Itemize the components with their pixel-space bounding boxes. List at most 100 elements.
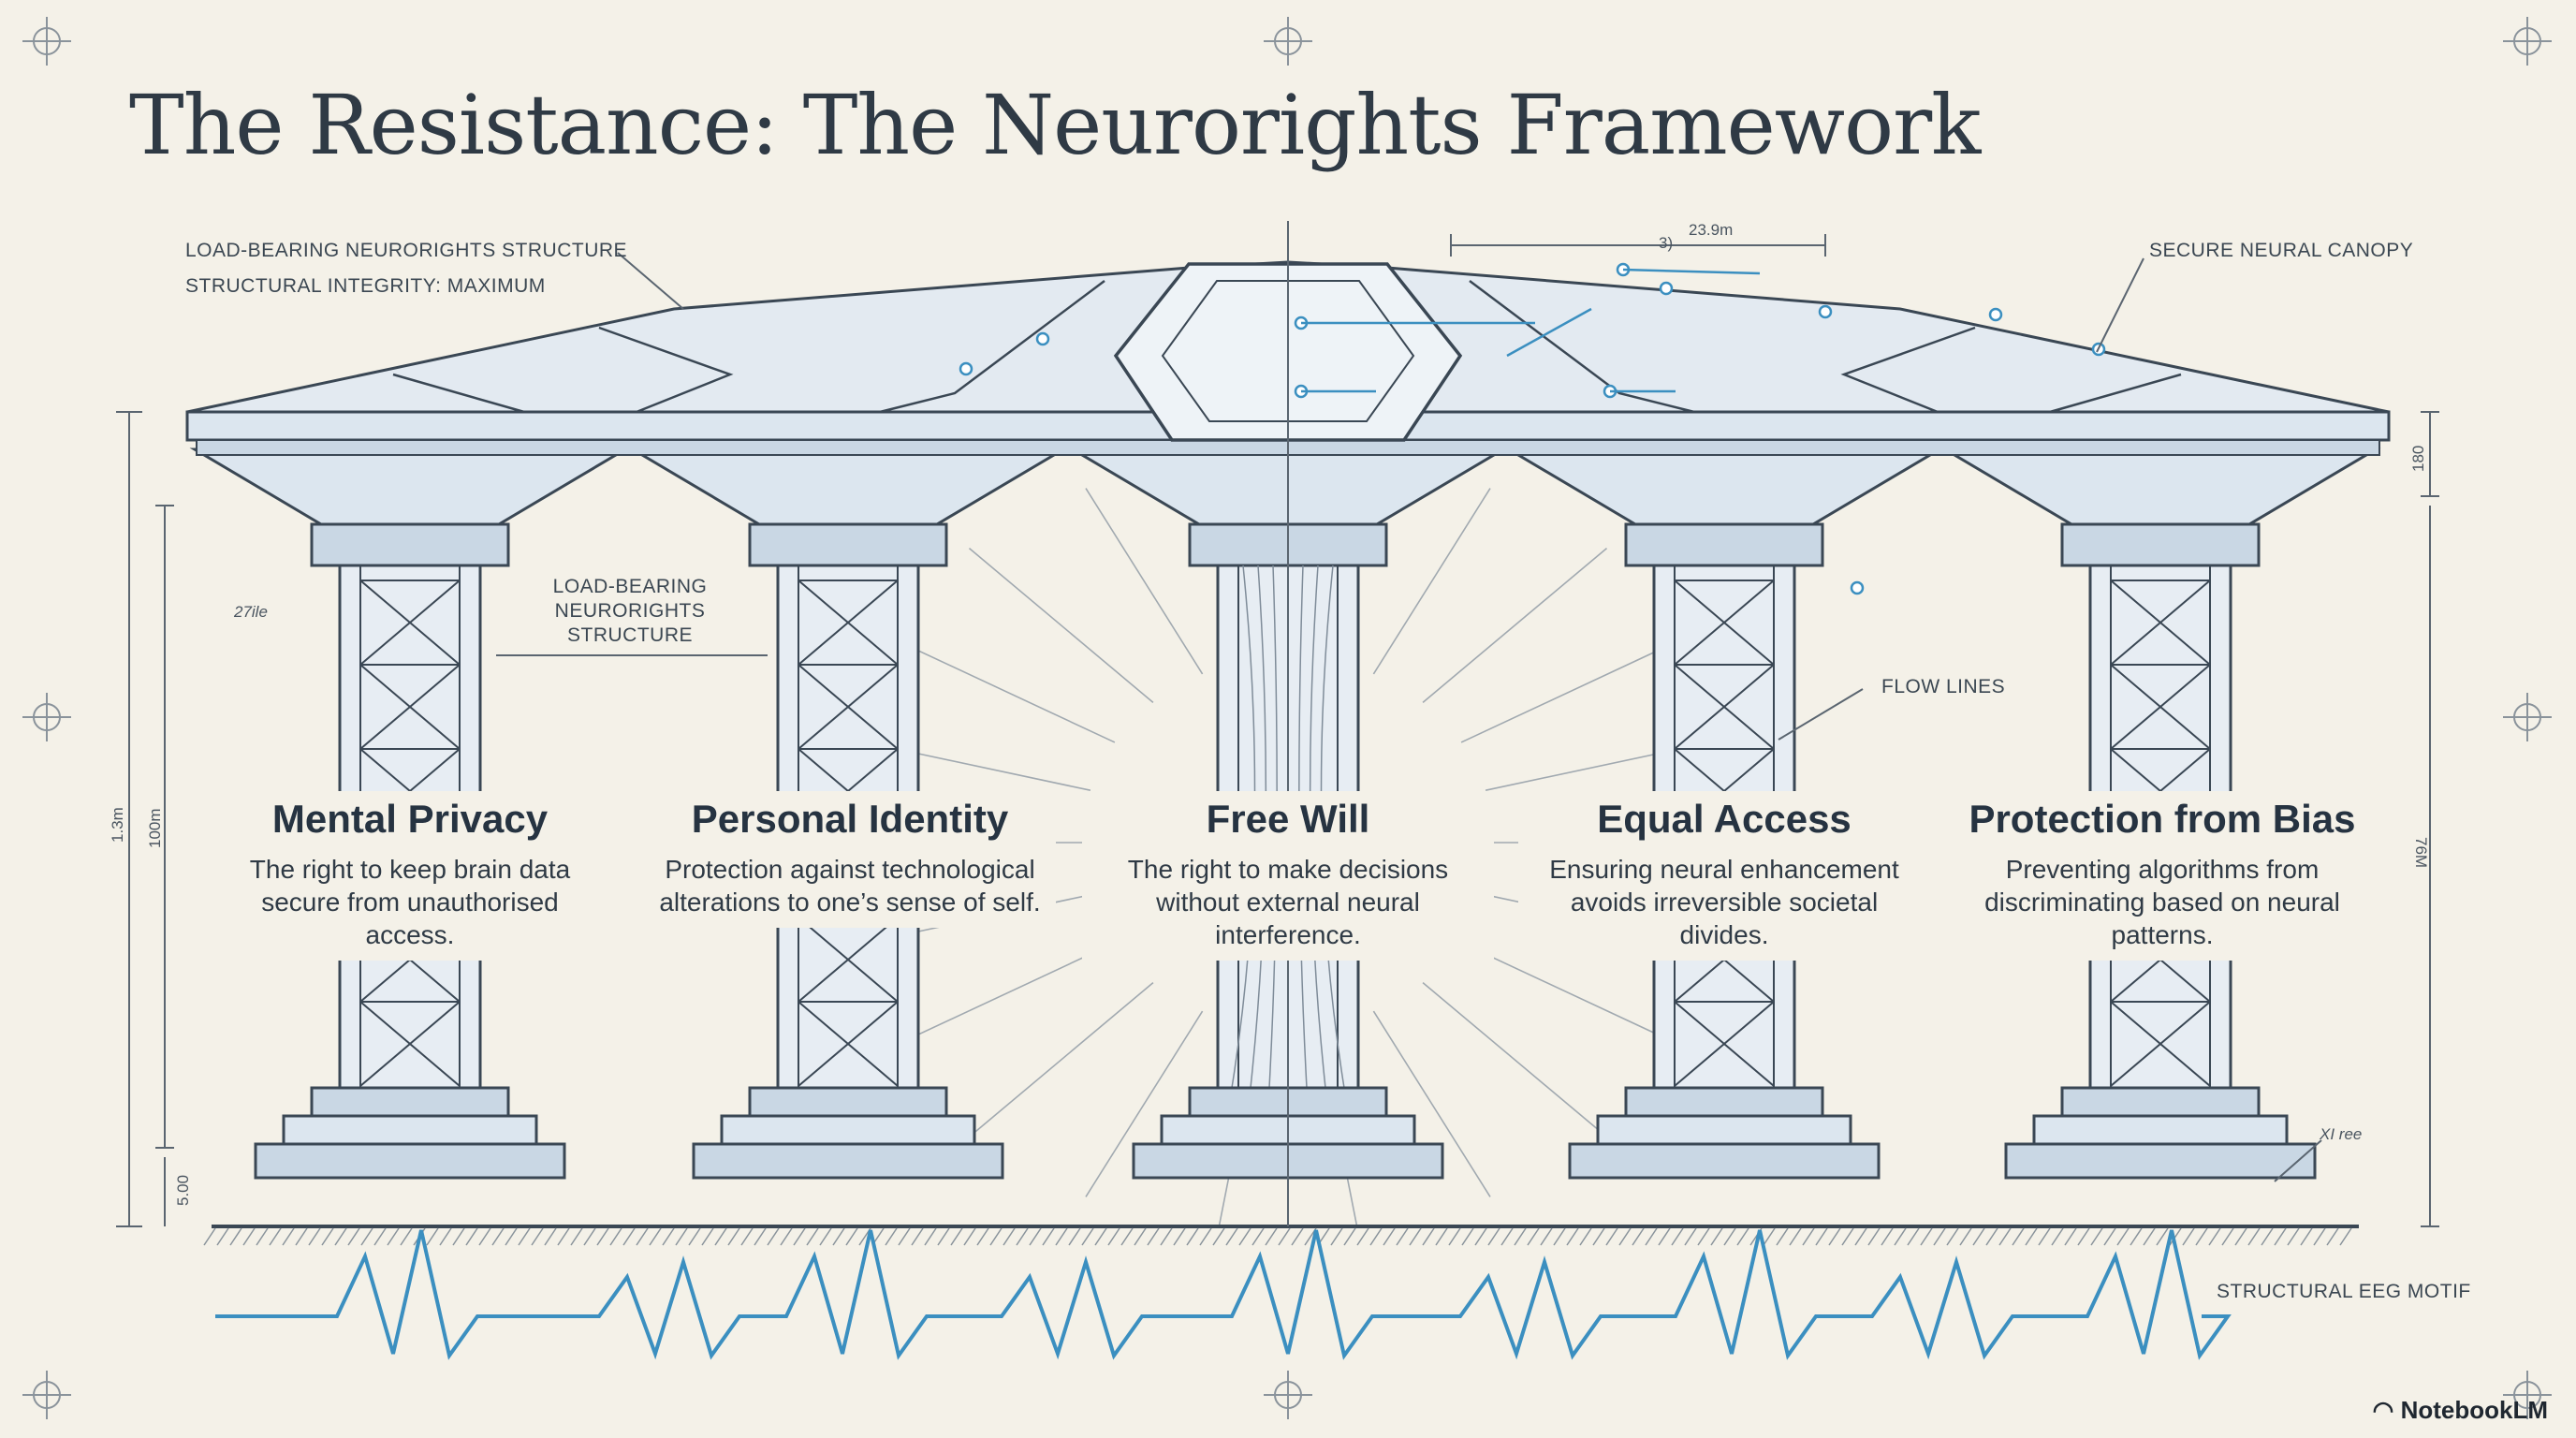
ground-hatch bbox=[1514, 1227, 1527, 1246]
ground-hatch bbox=[465, 1227, 478, 1246]
ground-hatch bbox=[308, 1227, 321, 1246]
pillar-free-will: Free Will The right to make decisions wi… bbox=[1082, 791, 1494, 961]
dim-left-col: 27ile bbox=[234, 603, 268, 621]
column-collar bbox=[310, 522, 510, 567]
ground-hatch bbox=[662, 1227, 675, 1246]
ground-hatch bbox=[1697, 1227, 1710, 1246]
ground-hatch bbox=[439, 1227, 452, 1246]
leader-line bbox=[2096, 257, 2144, 353]
callout-canopy: SECURE NEURAL CANOPY bbox=[2149, 240, 2414, 261]
ground-hatch bbox=[1251, 1227, 1265, 1246]
ground-hatch bbox=[452, 1227, 465, 1246]
ground-hatch bbox=[596, 1227, 609, 1246]
notebooklm-brand: ◠ NotebookLM bbox=[2373, 1396, 2548, 1425]
ground-hatch bbox=[2025, 1227, 2038, 1246]
ground-hatch bbox=[505, 1227, 518, 1246]
dim-right-base: XI ree bbox=[2320, 1125, 2363, 1143]
lattice-brace bbox=[798, 664, 899, 750]
ground-hatch bbox=[1894, 1227, 1907, 1246]
ground-hatch bbox=[2051, 1227, 2064, 1246]
dim-left-base: 5.00 bbox=[174, 1174, 192, 1206]
ground-hatch bbox=[1684, 1227, 1697, 1246]
ground-hatch bbox=[780, 1227, 793, 1246]
pillar-title: Protection from Bias bbox=[1969, 797, 2356, 841]
ground-hatch bbox=[1238, 1227, 1251, 1246]
ground-hatch bbox=[989, 1227, 1003, 1246]
callout-middle-structure: LOAD-BEARING NEURORIGHTS STRUCTURE bbox=[552, 576, 708, 646]
column-base-step bbox=[310, 1086, 510, 1118]
lattice-brace bbox=[798, 1001, 899, 1087]
ground-hatch bbox=[1343, 1227, 1356, 1246]
flow-line bbox=[1085, 1010, 1204, 1197]
ground-hatch bbox=[1723, 1227, 1736, 1246]
ground-hatch bbox=[1946, 1227, 1959, 1246]
column-collar bbox=[1624, 522, 1824, 567]
ground-hatch bbox=[1645, 1227, 1658, 1246]
notebooklm-logo-icon: ◠ bbox=[2372, 1396, 2401, 1424]
column-plinth bbox=[2004, 1142, 2317, 1180]
lattice-brace bbox=[1674, 664, 1775, 750]
roof-panel-line bbox=[598, 326, 734, 414]
ground-line bbox=[203, 1225, 2359, 1246]
central-dome-inner bbox=[1161, 280, 1415, 422]
ground-hatch bbox=[1134, 1227, 1147, 1246]
flow-line bbox=[1372, 1010, 1491, 1197]
column-base-step bbox=[2060, 1086, 2261, 1118]
pillar-title: Personal Identity bbox=[691, 797, 1009, 841]
ground-hatch bbox=[1448, 1227, 1461, 1246]
ground-hatch bbox=[347, 1227, 360, 1246]
ground-hatch bbox=[2287, 1227, 2300, 1246]
ground-hatch bbox=[2326, 1227, 2339, 1246]
dim-left-height-b: 100m bbox=[146, 808, 164, 848]
circuit-trace bbox=[1622, 268, 1761, 275]
flow-line bbox=[1372, 488, 1491, 675]
ground-hatch bbox=[675, 1227, 688, 1246]
ground-hatch bbox=[924, 1227, 937, 1246]
lattice-brace bbox=[798, 917, 899, 1003]
ground-hatch bbox=[1186, 1227, 1199, 1246]
pillar-description: Ensuring neural enhancement avoids irrev… bbox=[1549, 855, 1899, 949]
ground-hatch bbox=[387, 1227, 400, 1246]
ground-hatch bbox=[754, 1227, 767, 1246]
ground-hatch bbox=[950, 1227, 963, 1246]
ground-hatch bbox=[518, 1227, 531, 1246]
ground-hatch bbox=[269, 1227, 282, 1246]
circuit-trace bbox=[1506, 307, 1592, 358]
dim-right-top: 180 bbox=[2409, 445, 2427, 472]
ground-hatch bbox=[2130, 1227, 2143, 1246]
ground-hatch bbox=[2143, 1227, 2156, 1246]
ground-hatch bbox=[426, 1227, 439, 1246]
ground-hatch bbox=[1369, 1227, 1383, 1246]
ground-hatch bbox=[911, 1227, 924, 1246]
ground-hatch bbox=[1160, 1227, 1173, 1246]
column-plinth bbox=[254, 1142, 566, 1180]
callout-structure: LOAD-BEARING NEURORIGHTS STRUCTURE bbox=[185, 240, 628, 261]
ground-hatch bbox=[1527, 1227, 1540, 1246]
ground-hatch bbox=[1972, 1227, 1985, 1246]
ground-hatch bbox=[1579, 1227, 1592, 1246]
circuit-node bbox=[1988, 307, 2003, 322]
ground-hatch bbox=[531, 1227, 544, 1246]
page-title: The Resistance: The Neurorights Framewor… bbox=[129, 77, 1981, 173]
ground-hatch bbox=[1920, 1227, 1933, 1246]
ground-hatch bbox=[819, 1227, 832, 1246]
circuit-node bbox=[1035, 331, 1050, 346]
ground-hatch bbox=[2090, 1227, 2103, 1246]
ground-hatch bbox=[1120, 1227, 1134, 1246]
ground-hatch bbox=[806, 1227, 819, 1246]
flow-line bbox=[1422, 547, 1608, 703]
ground-hatch bbox=[2313, 1227, 2326, 1246]
roof-panel-line bbox=[1469, 280, 1695, 414]
ground-hatch bbox=[2103, 1227, 2116, 1246]
ground-hatch bbox=[2221, 1227, 2234, 1246]
ground-hatch bbox=[2077, 1227, 2090, 1246]
ground-hatch bbox=[1592, 1227, 1605, 1246]
ground-hatch bbox=[714, 1227, 727, 1246]
ground-hatch bbox=[1173, 1227, 1186, 1246]
lattice-brace bbox=[359, 1001, 461, 1087]
column-plinth bbox=[692, 1142, 1004, 1180]
lattice-brace bbox=[359, 580, 461, 666]
ground-hatch bbox=[1265, 1227, 1278, 1246]
lattice-brace bbox=[2110, 580, 2211, 666]
ground-hatch bbox=[937, 1227, 950, 1246]
